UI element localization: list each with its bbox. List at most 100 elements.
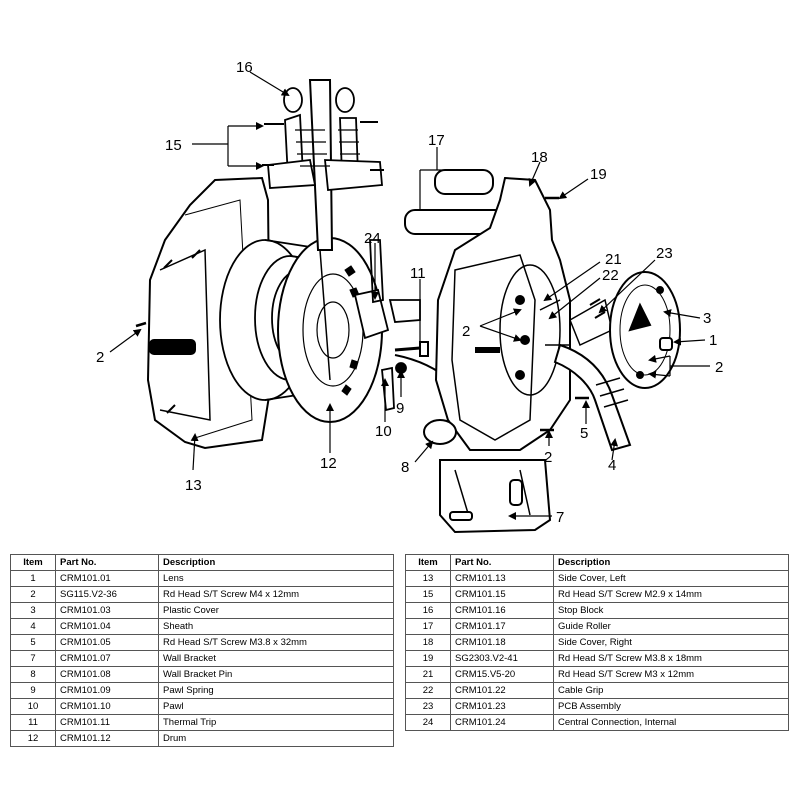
description-cell: Rd Head S/T Screw M2.9 x 14mm bbox=[553, 586, 789, 603]
part-no-cell: CRM101.15 bbox=[450, 586, 554, 603]
callout-1: 1 bbox=[709, 332, 717, 349]
description-cell: Central Connection, Internal bbox=[553, 714, 789, 731]
item-cell: 16 bbox=[405, 602, 451, 619]
item-cell: 13 bbox=[405, 570, 451, 587]
item-cell: 24 bbox=[405, 714, 451, 731]
part-no-cell: CRM101.16 bbox=[450, 602, 554, 619]
part-no-cell: CRM101.22 bbox=[450, 682, 554, 699]
shaft-rod-drawing bbox=[308, 79, 334, 381]
part-no-cell: CRM101.07 bbox=[55, 650, 159, 667]
item-cell: 8 bbox=[10, 666, 56, 683]
callout-4: 4 bbox=[608, 457, 616, 474]
description-cell: Plastic Cover bbox=[158, 602, 394, 619]
item-cell: 3 bbox=[10, 602, 56, 619]
stop-block-drawing bbox=[262, 87, 384, 191]
part-no-cell: CRM101.01 bbox=[55, 570, 159, 587]
item-cell: 5 bbox=[10, 634, 56, 651]
item-cell: 19 bbox=[405, 650, 451, 667]
item-cell: 10 bbox=[10, 698, 56, 715]
side-cover-right-drawing bbox=[434, 176, 571, 451]
description-cell: Pawl bbox=[158, 698, 394, 715]
sheath-cable-drawing bbox=[553, 343, 632, 452]
description-cell: PCB Assembly bbox=[553, 698, 789, 715]
part-no-cell: CRM101.18 bbox=[450, 634, 554, 651]
callout-8: 8 bbox=[401, 459, 409, 476]
item-cell: 23 bbox=[405, 698, 451, 715]
part-no-cell: CRM101.24 bbox=[450, 714, 554, 731]
table-header-row: Item Part No. Description bbox=[405, 554, 789, 571]
callout-19: 19 bbox=[590, 166, 607, 183]
item-cell: 11 bbox=[10, 714, 56, 731]
description-cell: Thermal Trip bbox=[158, 714, 394, 731]
callout-22: 22 bbox=[602, 267, 619, 284]
description-cell: Wall Bracket Pin bbox=[158, 666, 394, 683]
part-no-cell: CRM101.17 bbox=[450, 618, 554, 635]
callout-2-lower: 2 bbox=[544, 449, 552, 466]
description-cell: Side Cover, Left bbox=[553, 570, 789, 587]
callout-2-center: 2 bbox=[462, 323, 470, 340]
exploded-view-diagram: 16 15 2 13 12 24 11 9 10 17 18 19 21 22 … bbox=[96, 59, 723, 534]
description-cell: Rd Head S/T Screw M3 x 12mm bbox=[553, 666, 789, 683]
description-cell: Wall Bracket bbox=[158, 650, 394, 667]
part-no-cell: CRM101.12 bbox=[55, 730, 159, 747]
callout-7: 7 bbox=[556, 509, 564, 526]
header-part-no: Part No. bbox=[55, 554, 159, 571]
callout-24: 24 bbox=[364, 230, 381, 247]
part-no-cell: CRM101.09 bbox=[55, 682, 159, 699]
part-no-cell: CRM101.10 bbox=[55, 698, 159, 715]
description-cell: Rd Head S/T Screw M4 x 12mm bbox=[158, 586, 394, 603]
header-part-no: Part No. bbox=[450, 554, 554, 571]
callout-10: 10 bbox=[375, 423, 392, 440]
part-no-cell: CRM101.23 bbox=[450, 698, 554, 715]
item-cell: 15 bbox=[405, 586, 451, 603]
callout-18: 18 bbox=[531, 149, 548, 166]
wall-bracket-drawing bbox=[423, 419, 552, 534]
item-cell: 17 bbox=[405, 618, 451, 635]
callout-12: 12 bbox=[320, 455, 337, 472]
header-description: Description bbox=[553, 554, 789, 571]
callout-13: 13 bbox=[185, 477, 202, 494]
header-description: Description bbox=[158, 554, 394, 571]
part-no-cell: CRM101.08 bbox=[55, 666, 159, 683]
callout-15: 15 bbox=[165, 137, 182, 154]
part-no-cell: CRM101.04 bbox=[55, 618, 159, 635]
description-cell: Rd Head S/T Screw M3.8 x 32mm bbox=[158, 634, 394, 651]
description-cell: Lens bbox=[158, 570, 394, 587]
item-cell: 4 bbox=[10, 618, 56, 635]
callout-2-left: 2 bbox=[96, 349, 104, 366]
description-cell: Side Cover, Right bbox=[553, 634, 789, 651]
description-cell: Rd Head S/T Screw M3.8 x 18mm bbox=[553, 650, 789, 667]
part-no-cell: SG2303.V2-41 bbox=[450, 650, 554, 667]
description-cell: Stop Block bbox=[553, 602, 789, 619]
callout-2-right: 2 bbox=[715, 359, 723, 376]
description-cell: Guide Roller bbox=[553, 618, 789, 635]
callout-21: 21 bbox=[605, 251, 622, 268]
part-no-cell: CRM101.03 bbox=[55, 602, 159, 619]
callout-11: 11 bbox=[410, 265, 426, 282]
description-cell: Cable Grip bbox=[553, 682, 789, 699]
description-cell: Sheath bbox=[158, 618, 394, 635]
item-cell: 21 bbox=[405, 666, 451, 683]
item-cell: 12 bbox=[10, 730, 56, 747]
part-no-cell: CRM101.13 bbox=[450, 570, 554, 587]
plastic-cover-drawing bbox=[609, 271, 681, 389]
callout-9: 9 bbox=[396, 400, 404, 417]
